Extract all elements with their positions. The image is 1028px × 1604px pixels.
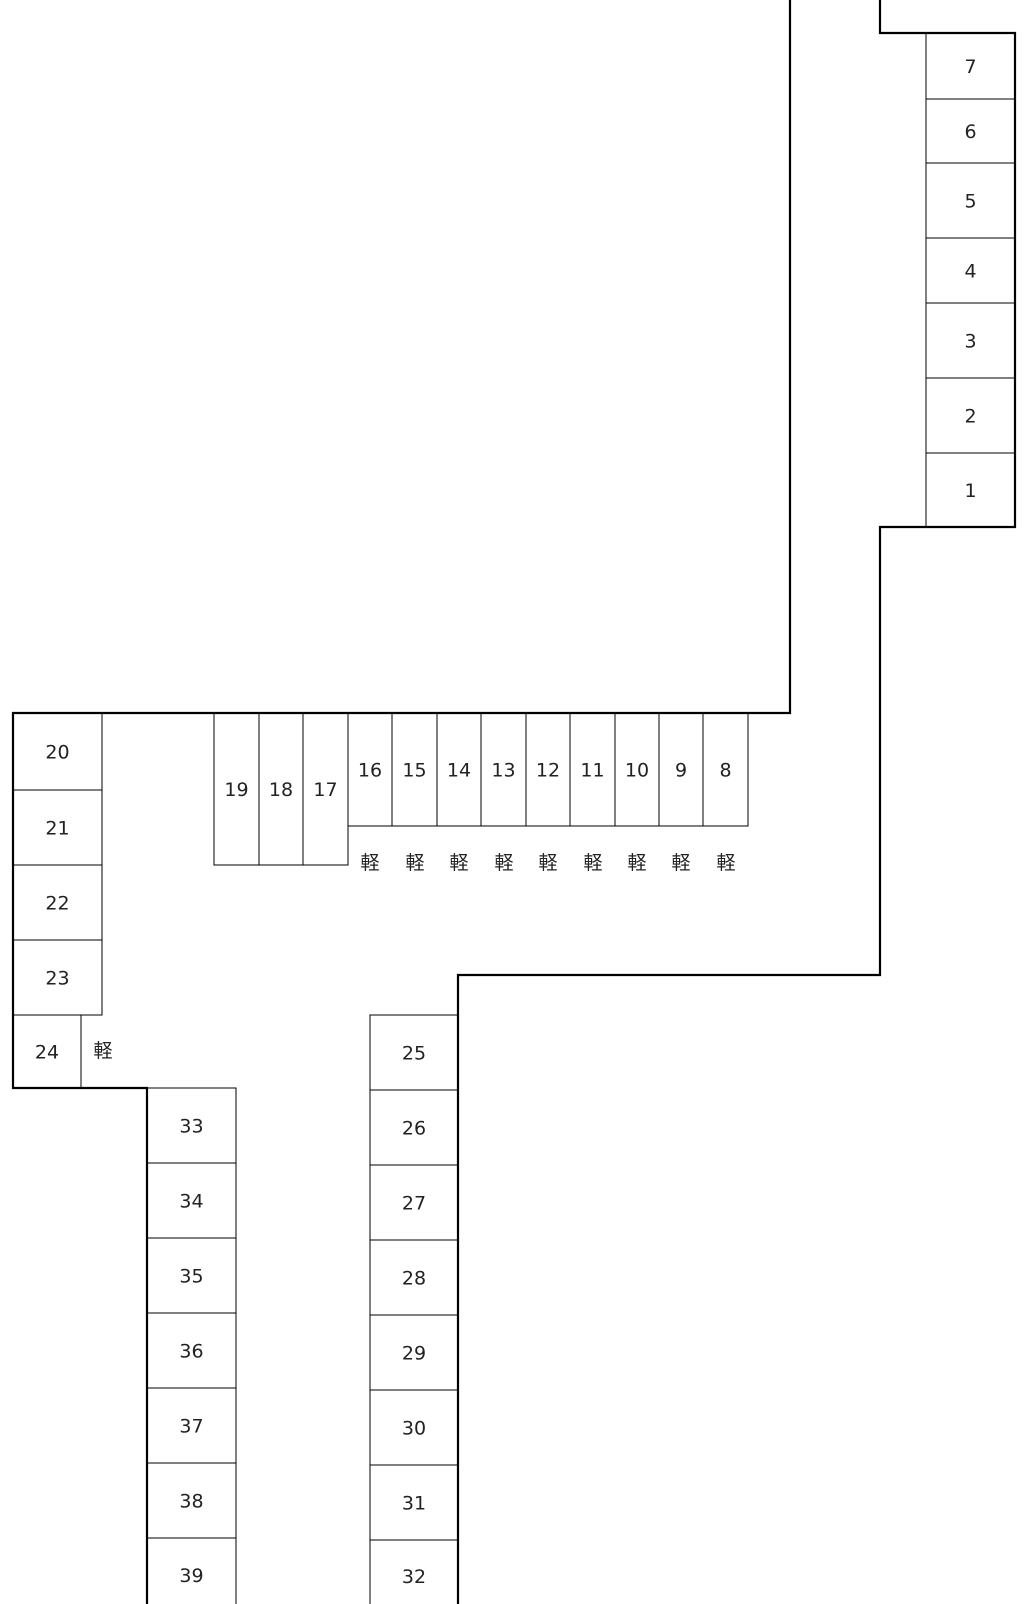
stall-number-30: 30 bbox=[402, 1418, 426, 1440]
stall-number-38: 38 bbox=[179, 1491, 203, 1513]
parking-stall-21 bbox=[12, 789, 103, 866]
stall-number-17: 17 bbox=[313, 779, 337, 801]
stall-number-11: 11 bbox=[580, 760, 604, 782]
parking-stall-1 bbox=[925, 452, 1016, 528]
stall-number-28: 28 bbox=[402, 1268, 426, 1290]
stall-number-39: 39 bbox=[179, 1565, 203, 1587]
parking-stall-25 bbox=[369, 1014, 459, 1091]
parking-stall-20 bbox=[12, 712, 103, 791]
parking-stall-29 bbox=[369, 1314, 459, 1391]
parking-stall-34 bbox=[146, 1162, 237, 1239]
kei-car-marker-8: 軽 bbox=[716, 852, 735, 874]
stall-number-9: 9 bbox=[675, 760, 687, 782]
parking-stall-15 bbox=[391, 712, 438, 827]
kei-car-marker-14: 軽 bbox=[449, 852, 468, 874]
parking-stall-19 bbox=[213, 712, 260, 866]
stall-number-19: 19 bbox=[224, 779, 248, 801]
stall-number-12: 12 bbox=[536, 760, 560, 782]
parking-stall-6 bbox=[925, 98, 1016, 164]
parking-stall-10 bbox=[614, 712, 660, 827]
kei-car-marker-10: 軽 bbox=[627, 852, 646, 874]
parking-stall-23 bbox=[12, 939, 103, 1016]
stall-number-8: 8 bbox=[719, 760, 731, 782]
stall-number-25: 25 bbox=[402, 1043, 426, 1065]
parking-stall-13 bbox=[480, 712, 527, 827]
stall-number-5: 5 bbox=[964, 191, 976, 213]
stall-number-24: 24 bbox=[35, 1042, 59, 1064]
stall-number-22: 22 bbox=[45, 893, 69, 915]
parking-stall-36 bbox=[146, 1312, 237, 1389]
parking-stall-28 bbox=[369, 1239, 459, 1316]
parking-stall-4 bbox=[925, 237, 1016, 304]
parking-stall-22 bbox=[12, 864, 103, 941]
stall-number-13: 13 bbox=[491, 760, 515, 782]
stall-number-15: 15 bbox=[402, 760, 426, 782]
stall-number-36: 36 bbox=[179, 1341, 203, 1363]
kei-car-marker-24: 軽 bbox=[93, 1040, 112, 1062]
stall-number-20: 20 bbox=[45, 742, 69, 764]
stall-number-27: 27 bbox=[402, 1193, 426, 1215]
stall-number-32: 32 bbox=[402, 1566, 426, 1588]
parking-stall-27 bbox=[369, 1164, 459, 1241]
kei-car-marker-15: 軽 bbox=[405, 852, 424, 874]
kei-car-marker-13: 軽 bbox=[494, 852, 513, 874]
stall-number-23: 23 bbox=[45, 968, 69, 990]
parking-stall-7 bbox=[925, 32, 1016, 100]
stall-number-21: 21 bbox=[45, 818, 69, 840]
stall-number-35: 35 bbox=[179, 1266, 203, 1288]
parking-stall-35 bbox=[146, 1237, 237, 1314]
stall-number-31: 31 bbox=[402, 1493, 426, 1515]
kei-car-marker-16: 軽 bbox=[360, 852, 379, 874]
parking-stall-37 bbox=[146, 1387, 237, 1464]
parking-stall-39 bbox=[146, 1537, 237, 1604]
stall-number-3: 3 bbox=[964, 331, 976, 353]
kei-car-marker-12: 軽 bbox=[538, 852, 557, 874]
parking-stall-11 bbox=[569, 712, 616, 827]
stall-number-7: 7 bbox=[964, 56, 976, 78]
stall-number-18: 18 bbox=[269, 779, 293, 801]
stall-number-29: 29 bbox=[402, 1343, 426, 1365]
stall-number-2: 2 bbox=[964, 406, 976, 428]
stall-number-14: 14 bbox=[447, 760, 471, 782]
parking-stall-5 bbox=[925, 162, 1016, 239]
kei-car-marker-11: 軽 bbox=[583, 852, 602, 874]
stall-layer bbox=[12, 32, 1016, 1604]
parking-stall-2 bbox=[925, 377, 1016, 454]
parking-stall-31 bbox=[369, 1464, 459, 1541]
label-layer: 12345678軽9軽10軽11軽12軽13軽14軽15軽16軽17181920… bbox=[35, 56, 977, 1588]
parking-stall-33 bbox=[146, 1087, 237, 1164]
stall-number-37: 37 bbox=[179, 1416, 203, 1438]
stall-number-10: 10 bbox=[625, 760, 649, 782]
stall-number-1: 1 bbox=[964, 480, 976, 502]
stall-number-4: 4 bbox=[964, 261, 976, 283]
kei-car-marker-9: 軽 bbox=[671, 852, 690, 874]
stall-number-6: 6 bbox=[964, 121, 976, 143]
parking-stall-12 bbox=[525, 712, 571, 827]
stall-number-34: 34 bbox=[179, 1191, 203, 1213]
boundary-upper-left bbox=[11, 0, 1017, 1604]
stall-number-33: 33 bbox=[179, 1116, 203, 1138]
stall-number-16: 16 bbox=[358, 760, 382, 782]
lot-boundary bbox=[11, 0, 1017, 1604]
stall-number-26: 26 bbox=[402, 1118, 426, 1140]
